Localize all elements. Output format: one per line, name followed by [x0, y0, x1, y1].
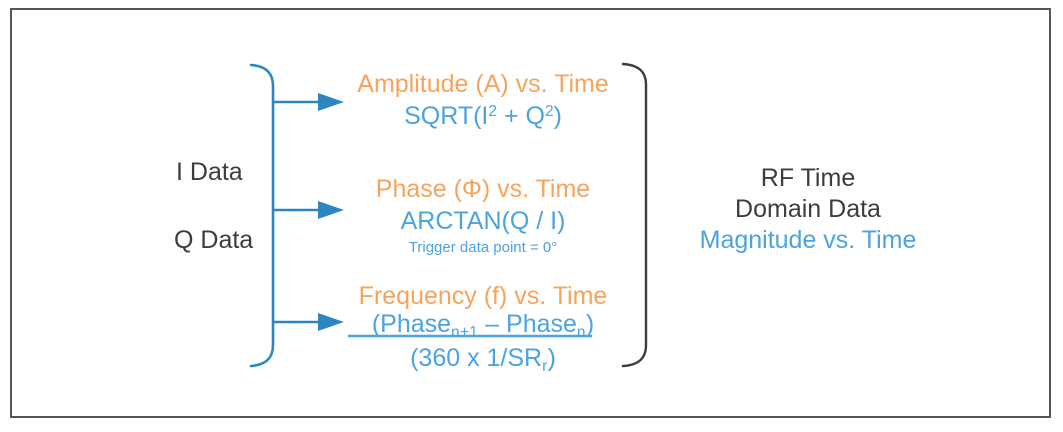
output-label-line-2: Domain Data — [735, 195, 881, 223]
frequency-numerator-prefix: (Phase — [371, 310, 452, 338]
frequency-numerator-subscript-n-plus-1: n+1 — [451, 323, 479, 341]
amplitude-formula: SQRT(I2 + Q2) — [404, 103, 562, 129]
frequency-denominator: (360 x 1/SRr) — [410, 344, 556, 374]
phase-formula: ARCTAN(Q / I) — [400, 207, 566, 235]
input-label-q-data: Q Data — [174, 226, 254, 254]
input-label-i-data: I Data — [176, 158, 243, 186]
amplitude-heading: Amplitude (A) vs. Time — [357, 70, 609, 98]
frequency-heading: Frequency (f) vs. Time — [358, 282, 608, 310]
amplitude-formula-exponent-q: 2 — [544, 102, 554, 120]
output-label-line-1: RF Time — [760, 164, 856, 192]
frequency-denominator-suffix: ) — [547, 344, 556, 372]
frequency-numerator: (Phasen+1 – Phasen) — [371, 310, 595, 340]
frequency-denominator-prefix: (360 x 1/SR — [410, 344, 543, 372]
output-label-magnitude-vs-time: Magnitude vs. Time — [699, 226, 917, 254]
amplitude-formula-prefix: SQRT(I — [404, 102, 489, 130]
phase-trigger-note: Trigger data point = 0° — [408, 239, 558, 256]
phase-heading: Phase (Φ) vs. Time — [375, 175, 591, 203]
figure-border — [10, 8, 1051, 418]
frequency-numerator-suffix: ) — [585, 310, 595, 338]
amplitude-formula-mid: + Q — [497, 102, 545, 130]
amplitude-formula-suffix: ) — [553, 102, 562, 130]
frequency-numerator-mid: – Phase — [478, 310, 577, 338]
frequency-numerator-subscript-n: n — [576, 323, 586, 341]
amplitude-formula-exponent-i: 2 — [488, 102, 497, 120]
frequency-denominator-subscript-r: r — [542, 357, 548, 375]
